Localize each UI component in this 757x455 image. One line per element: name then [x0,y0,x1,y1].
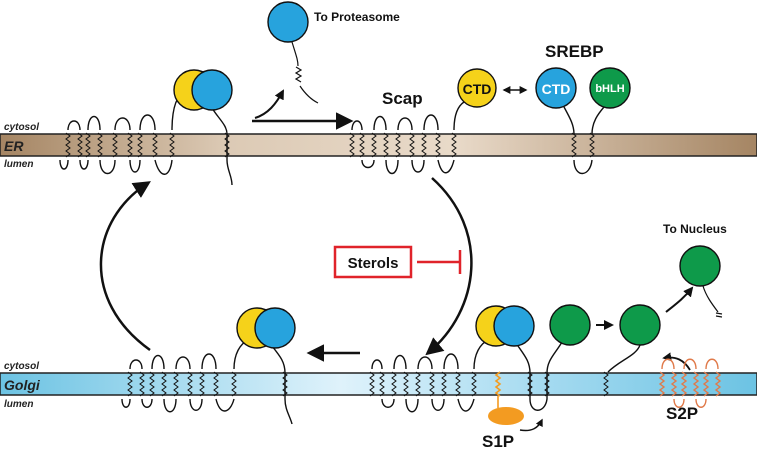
golgi-label: Golgi [4,377,41,393]
arrow-s2p-cleave [662,352,691,371]
srebp-ctd-label: CTD [542,81,571,97]
nuclear-srebp [679,245,721,287]
er-cytosol-label: cytosol [4,122,39,133]
arrow-to-proteasome [254,89,284,119]
scap-ctd-label: CTD [463,81,492,97]
srebp-bhlh-label: bHLH [595,83,624,95]
s1p-label: S1P [482,432,514,451]
srebp-ctd-er-left [191,69,233,111]
srebp-er-left-stalk [211,107,233,186]
s1p-cleave-arrow [519,418,543,432]
proteasome-fragment [267,1,309,43]
srebp-golgi-right-stalk [517,341,563,411]
tm-zigzags-er-left [65,132,230,158]
er-lumen-label: lumen [4,159,33,170]
scap-er-left [59,89,187,175]
sterols-label: Sterols [348,255,399,272]
srebp-ctd-golgi-left [254,307,296,349]
to-proteasome-label: To Proteasome [314,10,400,24]
arrow-golgi-to-er [99,181,151,352]
nuclear-srebp-tail [702,285,723,318]
scap-ctd [457,68,497,108]
golgi-lumen-label: lumen [4,399,33,410]
arrow-er-to-golgi [425,177,473,356]
tm-zigzags-er-right [349,132,595,158]
srebp-bhlh-cleaved-2-stalk [607,344,641,373]
golgi-membrane [0,372,757,396]
proteasome-fragment-tail [291,41,319,104]
srebp-er-stalks [563,106,605,175]
s2p-label: S2P [666,404,698,423]
s2p-protease [658,358,722,408]
srebp-bhlh [589,67,631,109]
tm-zigzags-golgi-right [369,371,609,397]
to-nucleus-label: To Nucleus [663,222,727,236]
srebp-golgi-left-stalk [271,345,293,425]
srebp-bhlh-cleaved-2 [619,304,661,346]
srebp-label: SREBP [545,42,604,61]
srebp-ctd-golgi-right [493,305,535,347]
scap-er-right [351,101,465,175]
s1p-anchor [494,371,502,408]
golgi-cytosol-label: cytosol [4,361,39,372]
arrow-to-nucleus [665,286,694,313]
sterols-box [333,245,413,279]
scap-label: Scap [382,89,423,108]
scap-golgi-right [371,339,489,413]
srebp-bhlh-cleaved-1 [549,304,591,346]
er-membrane [0,133,757,157]
s1p-protease [488,407,524,425]
er-label: ER [4,138,24,154]
scap-golgi-left [121,339,249,413]
srebp-ctd [535,67,577,109]
sterols-inhibition [417,250,462,274]
